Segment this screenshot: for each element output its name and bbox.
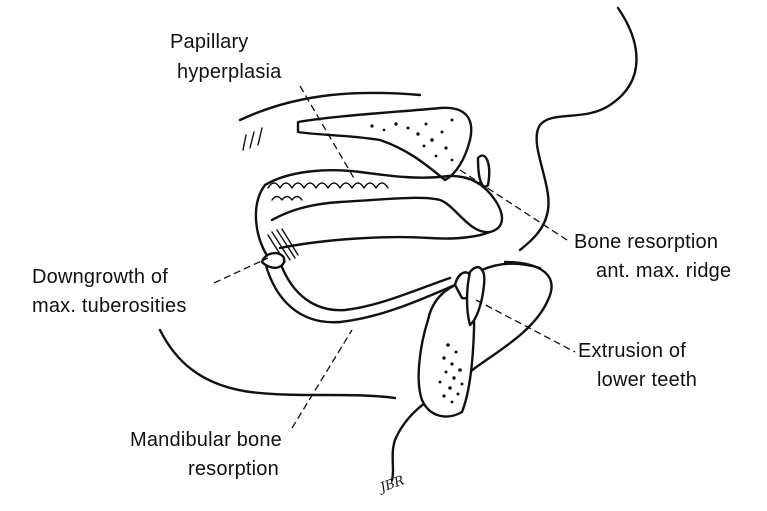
- leader-extrusion: [476, 300, 575, 352]
- label-papillary-line-2: hyperplasia: [177, 61, 282, 83]
- label-papillary-hyperplasia: Papillary hyperplasia: [170, 31, 282, 83]
- label-papillary-line-1: Papillary: [170, 31, 249, 53]
- label-downgrowth: Downgrowth of max. tuberosities: [32, 266, 187, 317]
- mandible: [262, 229, 540, 416]
- label-extrusion-line-1: Extrusion of: [578, 340, 686, 362]
- label-downgrowth-line-1: Downgrowth of: [32, 266, 168, 288]
- label-bone-resorption: Bone resorption ant. max. ridge: [574, 231, 731, 282]
- leader-mandibular-resorption: [292, 330, 352, 428]
- label-mandibular-line-1: Mandibular bone: [130, 429, 282, 451]
- label-bone-resorption-line-2: ant. max. ridge: [596, 260, 731, 282]
- leader-bone-resorption: [460, 170, 570, 242]
- label-extrusion: Extrusion of lower teeth: [578, 340, 697, 391]
- leader-downgrowth: [214, 258, 268, 283]
- artist-signature: JBR: [375, 473, 406, 497]
- label-bone-resorption-line-1: Bone resorption: [574, 231, 718, 253]
- label-extrusion-line-2: lower teeth: [597, 369, 697, 391]
- label-downgrowth-line-2: max. tuberosities: [32, 295, 187, 317]
- label-mandibular-line-2: resorption: [188, 458, 279, 480]
- label-mandibular-resorption: Mandibular bone resorption: [130, 429, 282, 480]
